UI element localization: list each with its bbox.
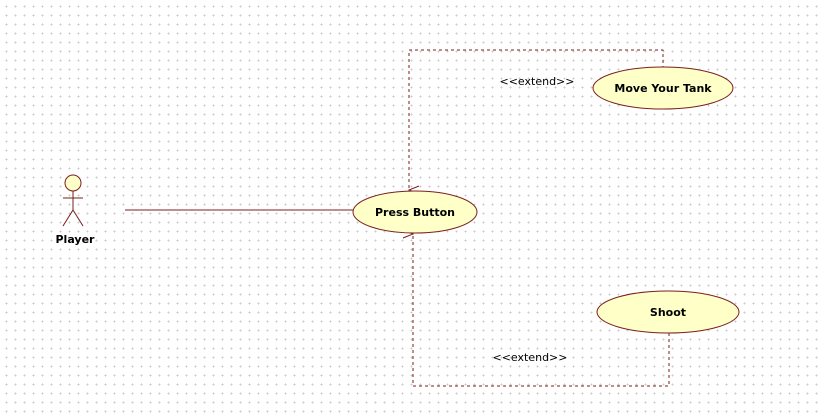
use-case-shoot[interactable]: Shoot xyxy=(596,290,740,334)
actor-head xyxy=(64,174,82,192)
use-case-move-your-tank-shape xyxy=(592,66,734,110)
use-case-shoot-shape xyxy=(596,290,740,334)
use-case-press-button[interactable]: Press Button xyxy=(352,190,478,234)
use-case-move-your-tank[interactable]: Move Your Tank xyxy=(592,66,734,110)
actor-player[interactable]: Player xyxy=(56,174,96,246)
extend-label-shoot: <<extend>> xyxy=(493,351,568,364)
actor-right-leg xyxy=(72,209,84,227)
extend-connector-shoot[interactable] xyxy=(413,234,670,387)
use-case-press-button-shape xyxy=(352,190,478,234)
use-case-shoot-label: Shoot xyxy=(650,306,686,319)
use-case-move-your-tank-label: Move Your Tank xyxy=(614,82,712,95)
actor-label: Player xyxy=(56,233,96,246)
extend-label-move-tank: <<extend>> xyxy=(500,75,575,88)
actor-left-leg xyxy=(62,209,74,227)
extend-connector-move-tank[interactable] xyxy=(409,49,664,190)
use-case-press-button-label: Press Button xyxy=(375,206,455,219)
